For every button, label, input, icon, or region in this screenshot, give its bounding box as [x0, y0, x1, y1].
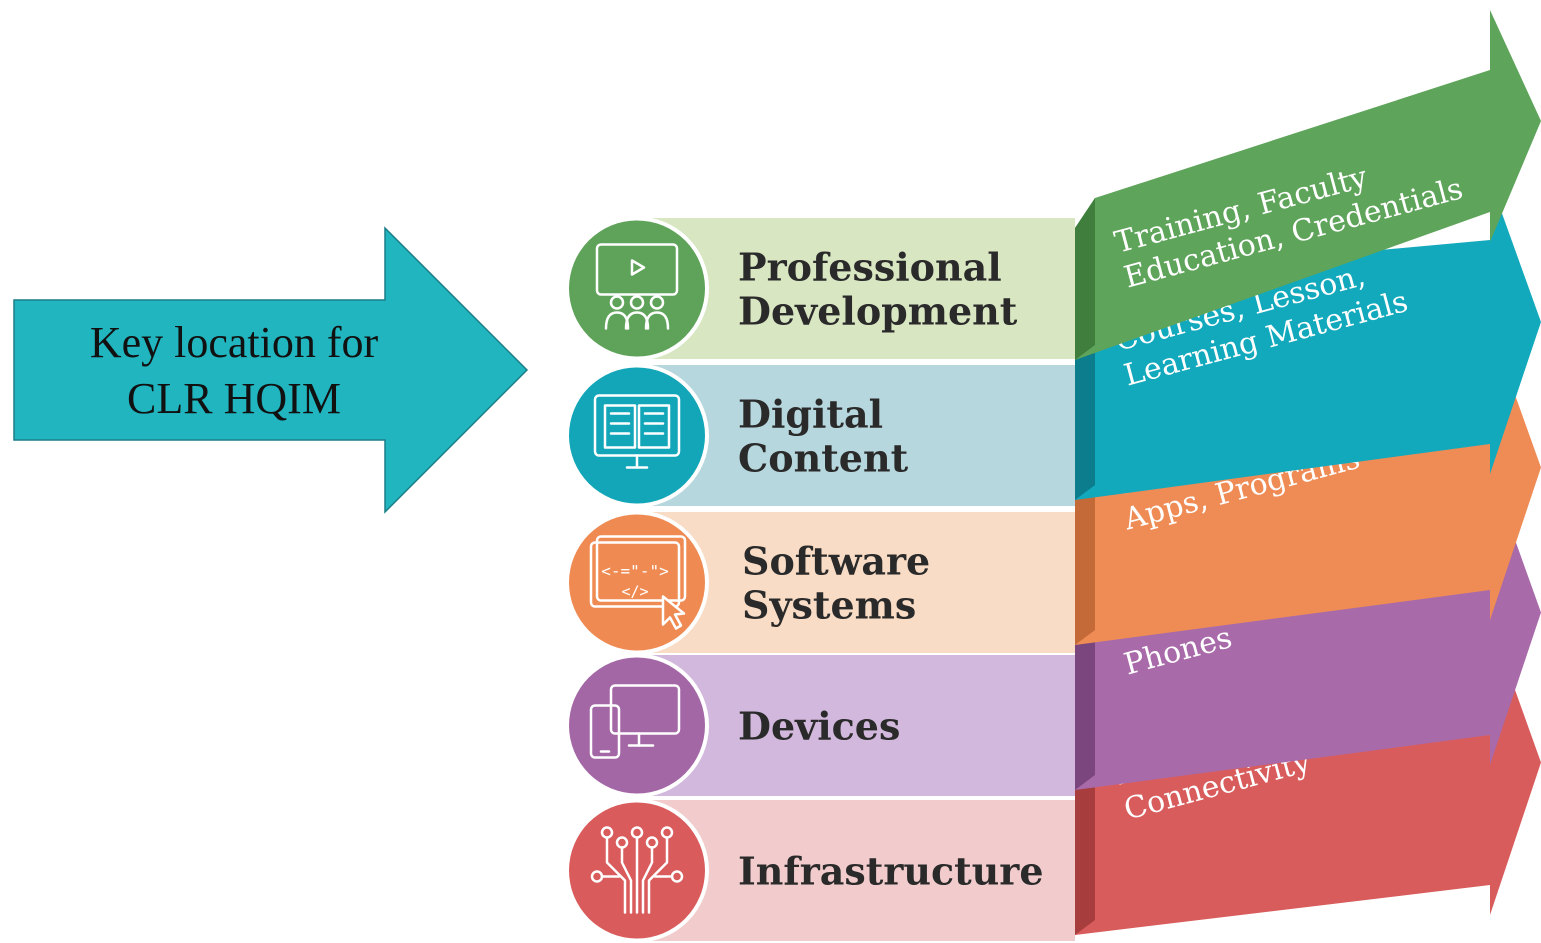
category-arrows: Internet,ConnectivityComputers, Tablets,… — [1075, 10, 1541, 935]
layer-label-infrastructure: Infrastructure — [738, 849, 1044, 894]
band-digital-content — [640, 365, 1075, 506]
band-infrastructure — [640, 800, 1075, 941]
layer-bands: ProfessionalDevelopmentDigitalContent<-=… — [565, 216, 1075, 943]
layer-label-professional-development: Development — [738, 289, 1018, 334]
callout-arrow-shape — [13, 226, 529, 514]
band-professional-development — [640, 218, 1075, 359]
layer-label-devices: Devices — [738, 704, 900, 749]
code-window-icon: <-="-"> </> — [589, 535, 687, 630]
devices-icon — [589, 684, 681, 759]
arrow-fold-professional-development — [1075, 198, 1095, 360]
circle-professional-development — [569, 220, 705, 357]
callout-line-1: Key location for — [90, 318, 379, 367]
layer-label-digital-content: Content — [738, 436, 909, 481]
video-group-icon — [595, 243, 679, 330]
layer-label-software-systems: Software — [742, 539, 930, 584]
arrow-shape-digital-content — [1075, 180, 1541, 500]
band-devices — [640, 655, 1075, 796]
layer-label-digital-content: Digital — [738, 392, 883, 437]
svg-text:<-="-">: <-="-"> — [601, 562, 668, 581]
band-software-systems — [640, 512, 1075, 653]
svg-text:</>: </> — [621, 583, 648, 601]
arrow-shape-professional-development — [1075, 10, 1541, 360]
circle-digital-content — [569, 367, 705, 504]
key-location-callout: Key location for CLR HQIM — [13, 226, 529, 514]
layer-devices: Devices — [565, 653, 1075, 798]
layer-infrastructure: Infrastructure — [565, 798, 1075, 943]
circle-devices — [569, 657, 705, 794]
layer-label-professional-development: Professional — [738, 245, 1002, 290]
layer-label-software-systems: Systems — [742, 583, 916, 628]
callout-line-2: CLR HQIM — [127, 374, 341, 423]
book-monitor-icon — [593, 394, 681, 469]
circuit-icon — [590, 826, 684, 914]
